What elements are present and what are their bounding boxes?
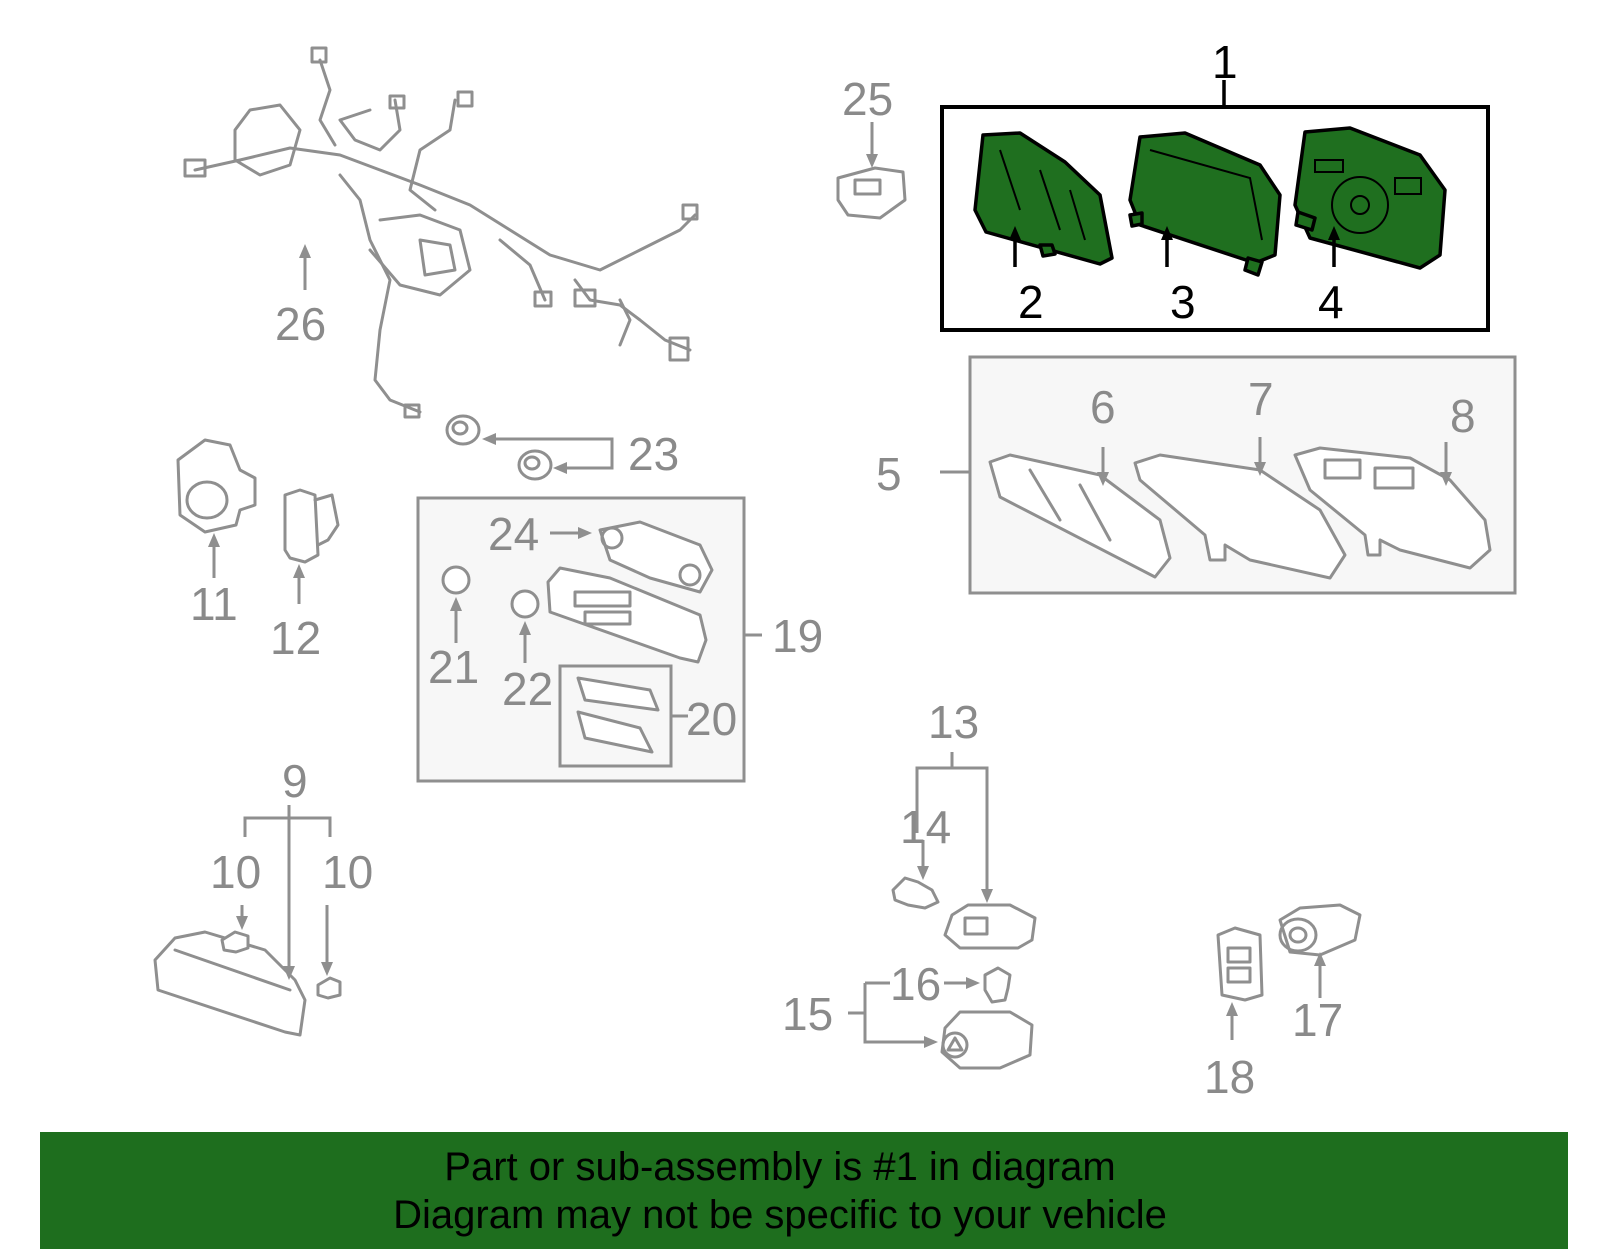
cluster-assembly-group[interactable] bbox=[940, 80, 1490, 332]
part-21-knob[interactable] bbox=[441, 565, 471, 595]
part-9-module[interactable] bbox=[153, 930, 307, 1037]
callout-9: 9 bbox=[282, 755, 308, 807]
callout-16: 16 bbox=[890, 958, 941, 1010]
part-22-knob[interactable] bbox=[510, 589, 540, 619]
part-19-control-panel[interactable] bbox=[546, 566, 708, 664]
callout-10a: 10 bbox=[210, 846, 261, 898]
arrow-4 bbox=[1328, 226, 1340, 240]
callout-21: 21 bbox=[428, 641, 479, 693]
part-15-hazard-switch[interactable] bbox=[940, 1010, 1034, 1070]
footer-line-2: Diagram may not be specific to your vehi… bbox=[393, 1193, 1167, 1237]
footer-banner: Part or sub-assembly is #1 in diagram Di… bbox=[40, 1132, 1568, 1249]
callout-8: 8 bbox=[1450, 390, 1476, 442]
part-14-bolt[interactable] bbox=[891, 876, 940, 910]
part-10-clip-left[interactable] bbox=[220, 930, 250, 954]
part-12-bracket[interactable] bbox=[283, 488, 340, 564]
part-17-power-outlet[interactable] bbox=[1278, 903, 1362, 957]
part-11-switch[interactable] bbox=[176, 438, 257, 534]
part-5-group[interactable] bbox=[940, 355, 1517, 595]
callout-4: 4 bbox=[1318, 276, 1344, 328]
callout-11: 11 bbox=[190, 578, 238, 630]
part-26-wire-harness[interactable] bbox=[183, 46, 699, 419]
part-23-grommets[interactable] bbox=[445, 414, 553, 481]
callout-23: 23 bbox=[628, 428, 679, 480]
part-18-socket[interactable] bbox=[1216, 926, 1264, 1002]
callout-7: 7 bbox=[1248, 373, 1274, 425]
part-16-bolt[interactable] bbox=[983, 966, 1012, 1004]
part-13-switch[interactable] bbox=[943, 903, 1037, 950]
callout-24: 24 bbox=[488, 508, 539, 560]
part-24-knob-assembly[interactable] bbox=[598, 520, 714, 594]
callout-6: 6 bbox=[1090, 381, 1116, 433]
callout-13: 13 bbox=[928, 696, 979, 748]
footer-line-1: Part or sub-assembly is #1 in diagram bbox=[444, 1145, 1116, 1189]
callout-14: 14 bbox=[900, 801, 951, 853]
part-10-clip-right[interactable] bbox=[316, 976, 342, 1000]
callout-1: 1 bbox=[1212, 36, 1238, 88]
callout-18: 18 bbox=[1204, 1051, 1255, 1103]
callout-26: 26 bbox=[275, 298, 326, 350]
part-19-group[interactable] bbox=[416, 496, 762, 783]
callout-19: 19 bbox=[772, 610, 823, 662]
part-25-switch[interactable] bbox=[836, 166, 907, 220]
callout-25: 25 bbox=[842, 73, 893, 125]
callout-20: 20 bbox=[686, 693, 737, 745]
callout-10b: 10 bbox=[322, 846, 373, 898]
arrow-2 bbox=[1009, 226, 1021, 240]
callout-15: 15 bbox=[782, 988, 833, 1040]
callout-3: 3 bbox=[1170, 276, 1196, 328]
part-2-cluster-lens[interactable] bbox=[973, 131, 1114, 266]
callout-12: 12 bbox=[270, 612, 321, 664]
part-6-lens[interactable] bbox=[988, 453, 1172, 579]
callout-22: 22 bbox=[502, 663, 553, 715]
part-20-buttons[interactable] bbox=[558, 664, 673, 768]
callout-2: 2 bbox=[1018, 276, 1044, 328]
arrow-3 bbox=[1161, 226, 1173, 240]
callout-17: 17 bbox=[1292, 994, 1343, 1046]
callout-5: 5 bbox=[876, 448, 902, 500]
